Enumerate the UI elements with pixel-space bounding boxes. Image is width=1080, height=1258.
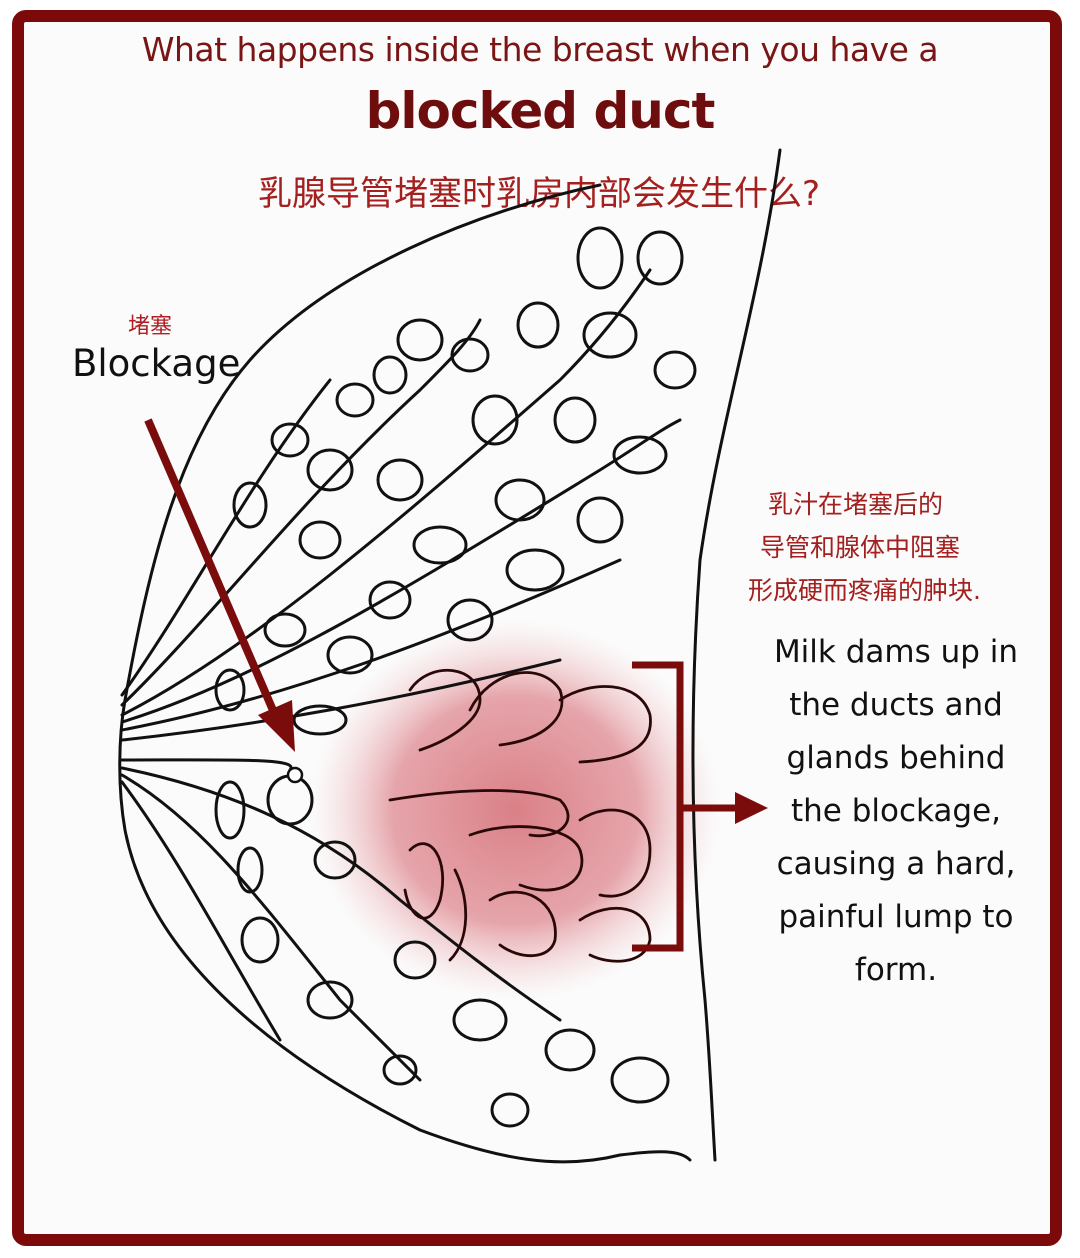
- explanation-english-line: glands behind: [786, 740, 1006, 776]
- inflamed-lump-region: [310, 620, 720, 1000]
- title-emphasis: blocked duct: [365, 82, 716, 140]
- explanation-english-line: the ducts and: [789, 687, 1003, 723]
- circle-marker-icon: [286, 766, 304, 784]
- explanation-chinese-line: 导管和腺体中阻塞: [760, 533, 961, 562]
- explanation-english-line: form.: [854, 952, 938, 988]
- explanation-english-line: Milk dams up in: [773, 634, 1019, 670]
- explanation-chinese: 乳汁在堵塞后的 导管和腺体中阻塞 形成硬而疼痛的肿块.: [748, 483, 1048, 612]
- arrow-down-right-icon: [144, 418, 295, 752]
- blockage-label: Blockage: [72, 342, 241, 385]
- blockage-label-chinese: 堵塞: [128, 314, 173, 339]
- explanation-english: Milk dams up in the ducts and glands beh…: [748, 626, 1044, 997]
- explanation-english-line: causing a hard,: [776, 846, 1016, 882]
- duct-line-art: [118, 148, 782, 1164]
- explanation-chinese-line: 乳汁在堵塞后的: [768, 490, 944, 519]
- title-line: What happens inside the breast when you …: [141, 30, 939, 69]
- explanation-chinese-line: 形成硬而疼痛的肿块.: [748, 576, 981, 605]
- blocked-lobules: [388, 668, 652, 963]
- arrow-right-icon: [680, 792, 768, 824]
- title-chinese: 乳腺导管堵塞时乳房内部会发生什么?: [258, 174, 821, 214]
- explanation-english-line: the blockage,: [790, 793, 1002, 829]
- explanation-english-line: painful lump to: [778, 899, 1014, 935]
